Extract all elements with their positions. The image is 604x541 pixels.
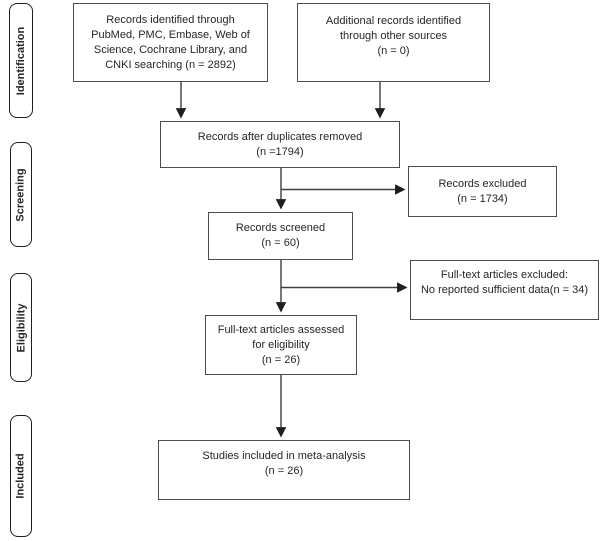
box-text-line: Science, Cochrane Library, and: [93, 43, 248, 56]
box-text-line: CNKI searching (n = 2892): [105, 58, 236, 71]
box-text-line: (n = 26): [261, 353, 301, 366]
box-text-line: for eligibility: [252, 338, 310, 351]
box-text-line: Studies included in meta-analysis: [202, 450, 366, 462]
box-text-line: (n =1794): [256, 145, 304, 158]
stage-label-included: Included: [10, 415, 32, 537]
box-text-line: Records identified through: [106, 13, 235, 26]
stage-label-identification: Identification: [9, 3, 33, 118]
box-fulltext-excluded: Full-text articles excluded: No reported…: [410, 260, 599, 320]
box-text-line: Additional records identified: [325, 15, 462, 27]
stage-label-text: Identification: [15, 26, 28, 95]
stage-label-text: Screening: [15, 167, 27, 222]
box-text-line: No reported sufficient data(n = 34): [420, 284, 589, 296]
stage-label-screening: Screening: [10, 142, 32, 247]
box-text-line: Records screened: [235, 222, 326, 234]
stage-label-text: Eligibility: [15, 303, 27, 352]
box-text-line: Records after duplicates removed: [197, 130, 363, 143]
stage-label-eligibility: Eligibility: [10, 273, 32, 382]
box-text-line: (n = 60): [261, 237, 300, 249]
box-duplicates-removed: Records after duplicates removed (n =179…: [160, 121, 400, 168]
box-records-identified: Records identified through PubMed, PMC, …: [73, 3, 268, 82]
box-records-screened: Records screened (n = 60): [208, 212, 353, 260]
box-text-line: Full-text articles excluded:: [440, 269, 569, 281]
box-text-line: Full-text articles assessed: [217, 323, 345, 336]
box-studies-included: Studies included in meta-analysis (n = 2…: [158, 440, 410, 500]
box-records-excluded: Records excluded (n = 1734): [408, 166, 557, 217]
box-text-line: (n = 0): [377, 45, 410, 57]
box-additional-records: Additional records identified through ot…: [297, 3, 490, 82]
box-text-line: Records excluded: [438, 177, 527, 190]
box-text-line: (n = 26): [264, 465, 304, 477]
stage-label-text: Included: [15, 453, 28, 499]
box-text-line: through other sources: [339, 30, 447, 42]
box-fulltext-assessed: Full-text articles assessed for eligibil…: [205, 315, 357, 375]
box-text-line: (n = 1734): [457, 192, 508, 205]
box-text-line: PubMed, PMC, Embase, Web of: [91, 28, 250, 41]
